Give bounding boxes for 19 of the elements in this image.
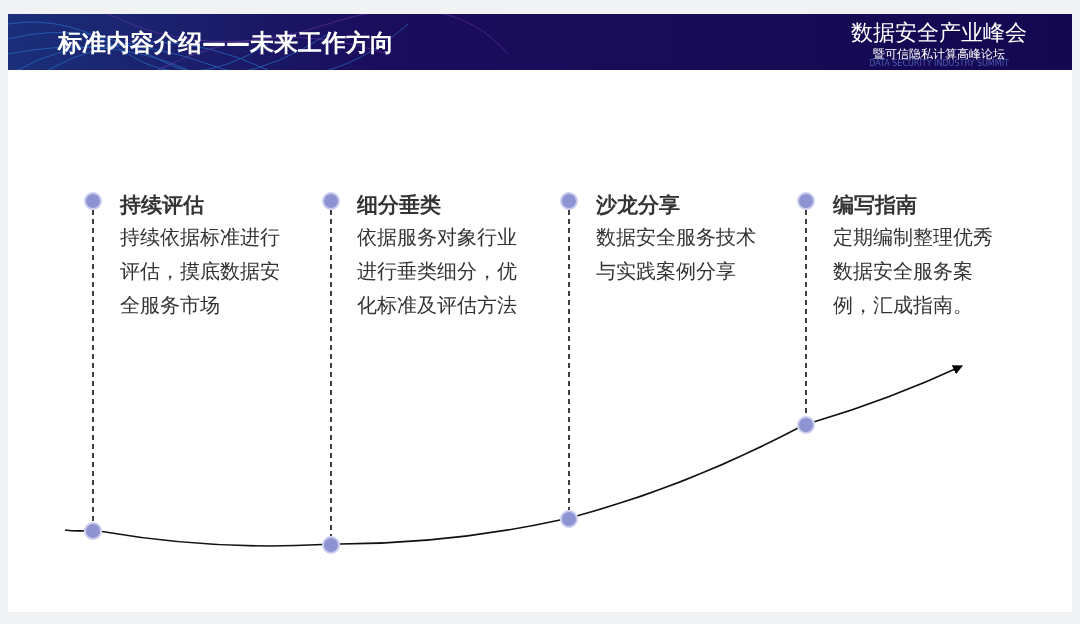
summit-name: 数据安全产业峰会 [850, 19, 1028, 47]
dashed-connector [568, 209, 570, 511]
dashed-connector [92, 209, 94, 523]
slide-title: 标准内容介绍——未来工作方向 [58, 28, 394, 59]
step-description: 持续依据标准进行评估，摸底数据安全服务市场 [120, 224, 280, 319]
step-description: 依据服务对象行业进行垂类细分，优化标准及评估方法 [357, 224, 517, 319]
trend-curve [101, 530, 323, 547]
trend-arrow [813, 365, 963, 423]
summit-english-name: DATA SECURITY INDUSTRY SUMMIT [868, 59, 1010, 69]
step-description: 数据安全服务技术与实践案例分享 [596, 224, 756, 285]
step-heading: 细分垂类 [357, 192, 442, 219]
step-description: 定期编制整理优秀数据安全服务案例，汇成指南。 [833, 224, 993, 319]
dashed-connector [330, 209, 332, 537]
step-heading: 持续评估 [120, 192, 205, 219]
trend-curve [339, 519, 561, 545]
trend-curve [576, 427, 799, 517]
step-heading: 沙龙分享 [596, 192, 681, 219]
trend-curve [64, 529, 85, 532]
step-heading: 编写指南 [833, 192, 918, 219]
